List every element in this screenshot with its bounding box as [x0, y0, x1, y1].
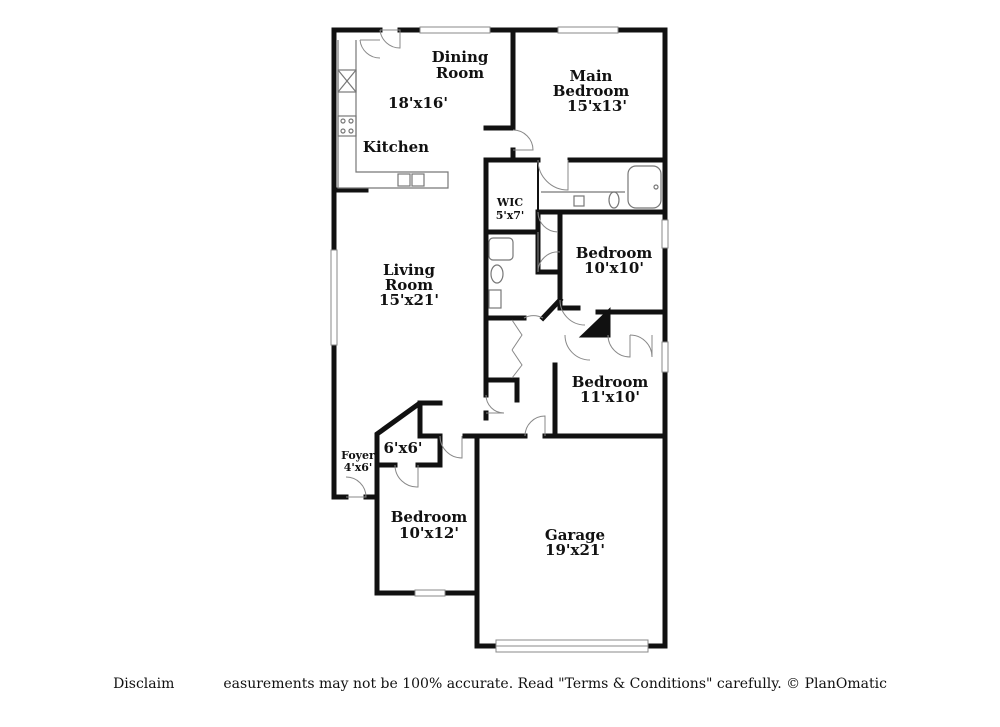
- bedroom-2-size: 10'x10': [584, 259, 644, 277]
- dining-label-line1: Dining: [432, 48, 489, 66]
- bath-fixtures: [488, 165, 662, 309]
- dining-label-line2: Room: [436, 64, 484, 82]
- bedroom-3-label: Bedroom: [572, 373, 649, 391]
- bedroom-4-size: 10'x12': [399, 524, 459, 542]
- windows: [330, 26, 669, 653]
- main-bedroom-label-line1: Main: [570, 67, 613, 85]
- wic-label: WIC: [496, 196, 523, 209]
- bedroom-2-label: Bedroom: [576, 244, 653, 262]
- disclaimer-text: Disclaim easurements may not be 100% acc…: [113, 676, 887, 692]
- main-bedroom-label-line2: Bedroom: [553, 82, 630, 100]
- foyer-size: 4'x6': [344, 461, 373, 474]
- bedroom-4-label: Bedroom: [391, 508, 468, 526]
- kitchen-label: Kitchen: [363, 138, 429, 156]
- door-swings: [345, 29, 653, 498]
- dining-size: 18'x16': [388, 94, 448, 112]
- living-size: 15'x21': [379, 291, 439, 309]
- wic-size: 5'x7': [496, 209, 525, 222]
- kitchen-fixtures: [337, 40, 449, 189]
- living-label-line2: Room: [385, 276, 433, 294]
- foyer-label: Foyer: [341, 449, 375, 462]
- closet-size: 6'x6': [383, 439, 422, 457]
- bedroom-3-size: 11'x10': [580, 388, 640, 406]
- garage-size: 19'x21': [545, 541, 605, 559]
- main-bedroom-size: 15'x13': [567, 97, 627, 115]
- room-labels: Dining Room 18'x16' Kitchen Main Bedroom…: [341, 48, 652, 559]
- living-label-line1: Living: [383, 261, 436, 279]
- exterior-walls: [331, 27, 668, 649]
- garage-label: Garage: [545, 526, 605, 544]
